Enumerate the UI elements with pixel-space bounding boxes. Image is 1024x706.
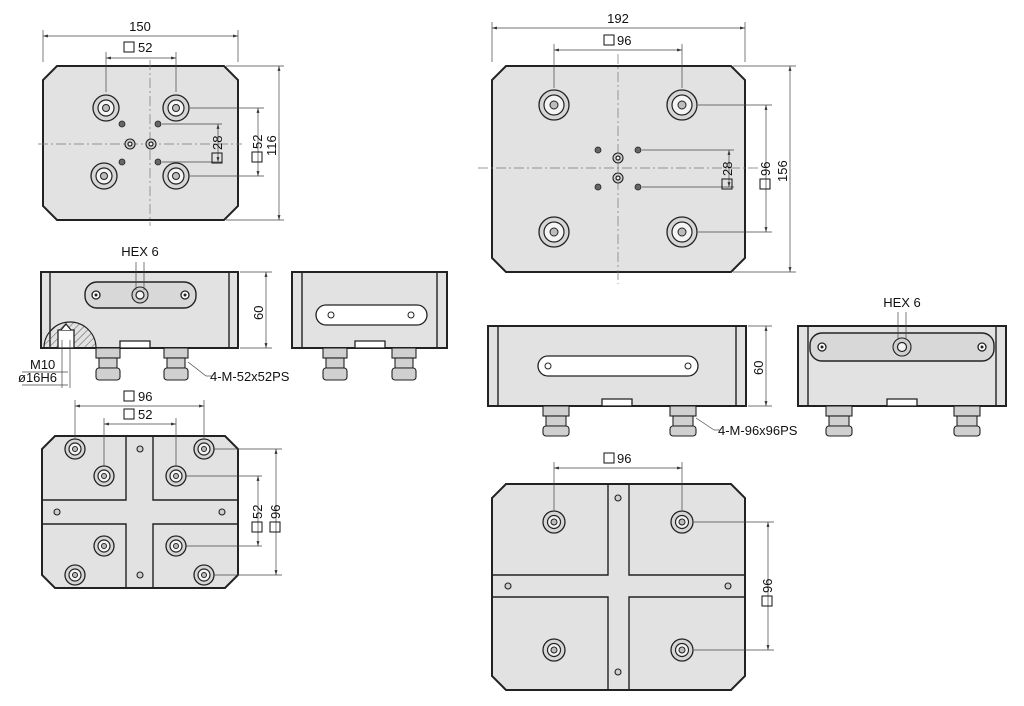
pull-stud	[953, 405, 981, 437]
dim-large-height: 156	[775, 160, 790, 182]
pull-stud	[163, 347, 189, 381]
dim-bottom-small-side52: 52	[250, 505, 265, 519]
large-front-view: 60 4-M-96x96PS	[487, 325, 798, 438]
dim-bottom-large-sq96: 96	[617, 451, 631, 466]
counterbored-hole	[165, 535, 187, 557]
counterbored-hole	[542, 638, 566, 662]
counterbored-hole	[538, 216, 570, 248]
counterbored-hole	[90, 162, 118, 190]
counterbored-hole	[670, 510, 694, 534]
label-studs-large: 4-M-96x96PS	[718, 423, 798, 438]
pull-stud	[825, 405, 853, 437]
label-hex-large: HEX 6	[883, 295, 921, 310]
dim-large-sq96: 96	[617, 33, 631, 48]
small-front-view: HEX 6 M10 ø16H6 60 4-M-52x52PS	[18, 244, 290, 388]
pull-stud	[542, 405, 570, 437]
label-height-large: 60	[751, 361, 766, 375]
counterbored-hole	[666, 89, 698, 121]
dim-bottom-small-side96: 96	[268, 505, 283, 519]
counterbored-hole	[165, 465, 187, 487]
dim-large-side96: 96	[758, 162, 773, 176]
pull-stud	[95, 347, 121, 381]
large-top-view: 192 96 28 96 156	[478, 11, 796, 284]
counterbored-hole	[64, 438, 86, 460]
dim-bottom-small-sq52: 52	[138, 407, 152, 422]
counterbored-hole	[64, 564, 86, 586]
small-bottom-view: 96 52 52 96	[41, 389, 283, 589]
small-side-view	[291, 271, 448, 381]
counterbored-hole	[193, 564, 215, 586]
dim-small-width: 150	[129, 19, 151, 34]
label-height-small: 60	[251, 306, 266, 320]
counterbored-hole	[93, 465, 115, 487]
label-thread: M10	[30, 357, 55, 372]
label-hex-small: HEX 6	[121, 244, 159, 259]
counterbored-hole	[670, 638, 694, 662]
counterbored-hole	[92, 94, 120, 122]
large-side-view: HEX 6	[797, 295, 1007, 437]
dim-small-height: 116	[264, 135, 279, 156]
pull-stud	[669, 405, 697, 437]
counterbored-hole	[193, 438, 215, 460]
small-top-view: 150 52 28 52 116	[38, 19, 284, 226]
dim-small-sq52: 52	[138, 40, 152, 55]
counterbored-hole	[162, 162, 190, 190]
dim-large-width: 192	[607, 11, 629, 26]
pull-stud	[391, 347, 417, 381]
counterbored-hole	[93, 535, 115, 557]
dim-large-sq28: 28	[720, 162, 735, 176]
dim-bottom-large-side96: 96	[760, 579, 775, 593]
dim-small-side52: 52	[250, 135, 265, 149]
label-bore: ø16H6	[18, 370, 57, 385]
dim-small-sq28: 28	[210, 136, 225, 150]
label-studs-small: 4-M-52x52PS	[210, 369, 290, 384]
dim-bottom-small-sq96: 96	[138, 389, 152, 404]
counterbored-hole	[666, 216, 698, 248]
counterbored-hole	[162, 94, 190, 122]
large-bottom-view: 96 96	[491, 451, 775, 691]
counterbored-hole	[538, 89, 570, 121]
pull-stud	[322, 347, 348, 381]
counterbored-hole	[542, 510, 566, 534]
